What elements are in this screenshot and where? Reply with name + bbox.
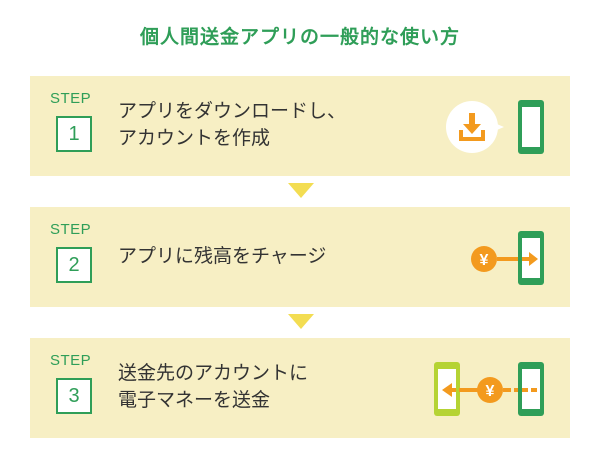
step-label: STEP (50, 90, 92, 107)
step-number: 1 (56, 116, 92, 152)
yen-symbol: ¥ (480, 252, 489, 269)
step-label: STEP (50, 352, 92, 369)
charge-phone-icon: ¥ (471, 231, 544, 285)
step-number: 3 (56, 378, 92, 414)
dash (503, 388, 511, 392)
step-1-panel: STEP 1 アプリをダウンロードし、 アカウントを作成 (30, 76, 570, 176)
step-description: アプリをダウンロードし、 アカウントを作成 (118, 100, 347, 149)
page-title: 個人間送金アプリの一般的な使い方 (139, 26, 460, 48)
smartphone-icon (518, 231, 544, 285)
transfer-line (497, 257, 525, 261)
smartphone-icon (518, 362, 544, 416)
step-number: 2 (56, 247, 92, 283)
step-description: アプリに残高をチャージ (118, 245, 327, 267)
step-label: STEP (50, 221, 92, 238)
transfer-line (459, 388, 489, 392)
send-money-icon: ¥ (434, 362, 544, 416)
yen-coin-icon: ¥ (471, 246, 497, 272)
flow-arrow (288, 183, 314, 198)
recipient-phone-icon (434, 362, 460, 416)
step-3-panel: STEP 3 送金先のアカウントに 電子マネーを送金 ¥ (30, 338, 570, 438)
yen-symbol: ¥ (486, 383, 495, 400)
yen-coin-icon: ¥ (477, 377, 503, 403)
download-icon (446, 101, 504, 153)
download-to-phone-icon (446, 100, 544, 154)
smartphone-icon (518, 100, 544, 154)
flow-arrow (288, 314, 314, 329)
step-2-panel: STEP 2 アプリに残高をチャージ ¥ (30, 207, 570, 307)
step-description: 送金先のアカウントに 電子マネーを送金 (118, 362, 309, 411)
